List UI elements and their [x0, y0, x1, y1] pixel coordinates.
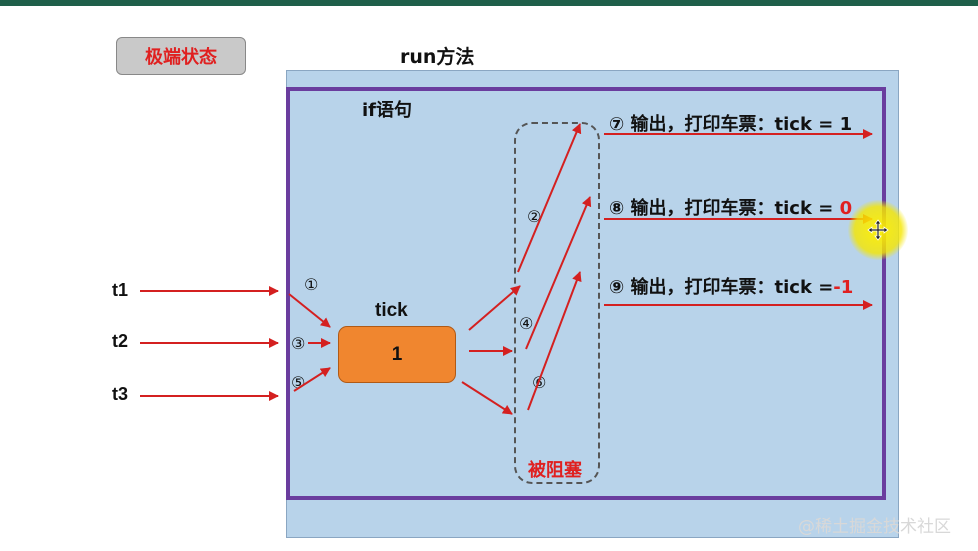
if-statement-label: if语句	[362, 100, 413, 121]
arrow-tick-up	[468, 285, 521, 331]
step-3-marker: ③	[291, 334, 306, 353]
output-line-7: ⑦ 输出，打印车票：tick = 1	[609, 110, 852, 136]
blocked-label: 被阻塞	[528, 460, 582, 481]
output-line-9: ⑨ 输出，打印车票：tick =-1	[609, 273, 853, 299]
watermark: @稀土掘金技术社区	[798, 517, 951, 537]
if-statement-box	[286, 87, 886, 500]
output-8-step: ⑧	[609, 198, 625, 219]
blocked-region	[514, 122, 600, 484]
step-2-marker: ②	[527, 207, 542, 226]
output-7-value: 1	[839, 114, 853, 135]
top-bar	[0, 0, 978, 6]
arrow-tick-down	[461, 381, 513, 415]
arrow-1-to-tick	[288, 293, 331, 328]
output-8-value: 0	[839, 198, 853, 219]
arrow-2-up	[517, 123, 582, 273]
arrow-5-to-tick	[293, 367, 331, 392]
thread-t1-label: t1	[112, 280, 129, 300]
output-9-text: 输出，打印车票：tick =	[630, 277, 834, 298]
output-7-step: ⑦	[609, 114, 625, 135]
output-9-step: ⑨	[609, 277, 625, 298]
extreme-state-badge: 极端状态	[116, 37, 246, 75]
arrow-6-up	[527, 271, 582, 411]
tick-value-box: 1	[338, 326, 456, 383]
output-8-text: 输出，打印车票：tick =	[630, 198, 840, 219]
thread-t3-label: t3	[112, 384, 129, 404]
move-cursor-icon	[867, 219, 889, 241]
step-4-marker: ④	[519, 314, 534, 333]
output-7-text: 输出，打印车票：tick =	[630, 114, 840, 135]
output-9-value: -1	[833, 277, 854, 298]
step-1-marker: ①	[304, 275, 319, 294]
thread-t2-label: t2	[112, 331, 129, 351]
tick-label: tick	[375, 300, 408, 321]
run-method-title: run方法	[400, 46, 475, 68]
arrow-4-up	[525, 196, 592, 350]
step-5-marker: ⑤	[291, 373, 306, 392]
output-line-8: ⑧ 输出，打印车票：tick = 0	[609, 194, 852, 220]
